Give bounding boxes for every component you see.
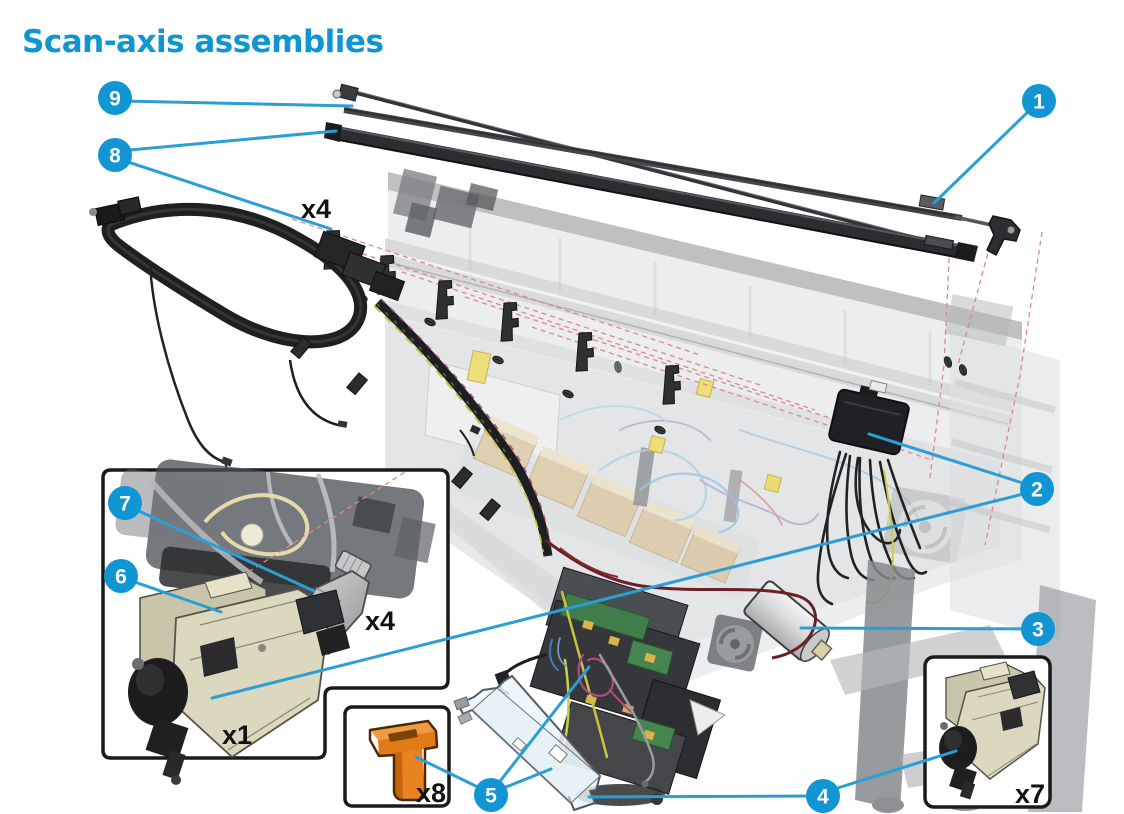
leader-line-1 [932, 104, 1036, 205]
quantity-label-x8: x8 [416, 778, 446, 808]
callout-5: 5 [474, 778, 508, 812]
leader-line-8 [117, 157, 333, 231]
callout-4: 4 [806, 779, 840, 813]
callout-7: 7 [108, 486, 142, 520]
leader-line-2 [867, 432, 1034, 488]
rod-end-hook [986, 215, 1021, 257]
quantity-label-x1: x1 [222, 720, 252, 750]
callout-8: 8 [98, 138, 132, 172]
callout-3: 3 [1021, 612, 1055, 646]
quantity-label-x7: x7 [1015, 779, 1045, 809]
belt-rail [324, 122, 978, 262]
callout-1: 1 [1022, 84, 1056, 118]
callout-6: 6 [104, 559, 138, 593]
warning-sticker [466, 349, 783, 494]
carriage-assembly [494, 566, 726, 806]
leader-line-7 [128, 505, 316, 593]
leader-line-9 [118, 99, 354, 108]
leader-line-5 [414, 755, 488, 793]
callout-badge-2 [1020, 472, 1054, 506]
callout-number-2: 2 [1031, 479, 1043, 502]
leader-lines [117, 99, 1036, 799]
tensioner-rod [343, 107, 1021, 257]
pen-interconnect-x1 [128, 571, 350, 785]
callout-badge-4 [806, 779, 840, 813]
carriage-fan [707, 614, 763, 672]
leader-line-6 [124, 577, 223, 614]
callout-number-1: 1 [1033, 91, 1045, 114]
encoder-strip-rod [332, 83, 961, 252]
orange-clip-part [368, 719, 439, 802]
callout-badge-8 [98, 138, 132, 172]
callout-2: 2 [1020, 472, 1054, 506]
quantity-label-x4: x4 [365, 606, 395, 636]
pen-interconnect-x7 [939, 661, 1046, 800]
leader-line-2 [210, 490, 1033, 700]
callout-number-6: 6 [115, 566, 127, 589]
leader-line-4 [587, 794, 820, 799]
callout-number-4: 4 [817, 786, 829, 809]
leader-line-5 [492, 665, 591, 791]
leader-line-4 [826, 749, 958, 793]
page-title: Scan-axis assemblies [22, 24, 383, 60]
quantity-label-x4: x4 [301, 194, 331, 224]
callout-number-7: 7 [119, 493, 131, 516]
inset-box-pen-interconnect-x7 [923, 655, 1052, 809]
trailing-cable-connector-box [816, 379, 928, 606]
callout-9: 9 [98, 81, 132, 115]
maroon-cable [544, 538, 817, 660]
callout-badge-6 [104, 559, 138, 593]
leader-line-8 [117, 129, 338, 153]
callout-badge-9 [98, 81, 132, 115]
leader-line-3 [799, 626, 1034, 631]
callout-number-8: 8 [109, 145, 121, 168]
callout-number-3: 3 [1032, 619, 1044, 642]
callout-number-5: 5 [485, 785, 497, 808]
callout-badge-3 [1021, 612, 1055, 646]
callout-badge-1 [1022, 84, 1056, 118]
callout-badge-7 [108, 486, 142, 520]
inset-box-orange-clip [343, 705, 451, 808]
inset-box-carriage-parts [101, 459, 450, 785]
callout-number-9: 9 [109, 88, 121, 111]
callout-badge-5 [474, 778, 508, 812]
